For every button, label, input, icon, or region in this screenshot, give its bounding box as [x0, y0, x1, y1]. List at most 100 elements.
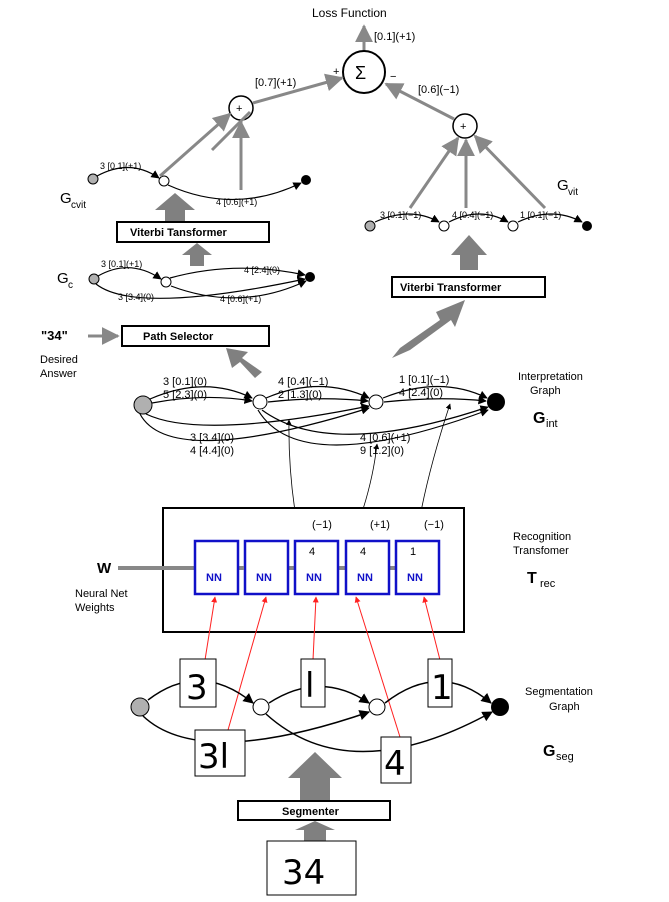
- sum-plus-sign: +: [333, 66, 339, 78]
- weights-label-1: Neural Net: [75, 588, 128, 600]
- piece-3: 1: [431, 668, 453, 708]
- vit-edge-b-label: 4 [0.4](−1): [452, 210, 493, 220]
- path-selector-box: [121, 325, 270, 347]
- gc-label: G: [57, 270, 69, 287]
- interp-edge-4: [267, 396, 369, 405]
- path-selector-label: Path Selector: [143, 331, 214, 343]
- cvit-edge-a: [96, 166, 160, 179]
- piece-5: 4: [384, 744, 406, 784]
- interp-edge-5-label: 1 [0.1](−1): [399, 374, 449, 386]
- interp-edge-10: [257, 408, 489, 446]
- ink-arrow-3: [312, 596, 319, 661]
- nn-label-1: NN: [206, 572, 222, 584]
- right-sum-arrow: [384, 82, 455, 121]
- ink-arrow-1: [204, 596, 218, 661]
- recog-t: T: [527, 570, 537, 587]
- piece-box-1: [179, 658, 217, 708]
- seg-g: G: [543, 743, 555, 760]
- gc-edge-c-label: 4 [2.4](0): [244, 265, 280, 275]
- interp-edge-9-label: 4 [0.6](+1): [360, 432, 410, 444]
- penalty-2: (+1): [370, 519, 390, 531]
- vit-plus-link-c: [473, 134, 547, 210]
- vit-edge-a: [374, 213, 440, 223]
- piece-4: 3l: [198, 737, 229, 777]
- seg-edge-4: [142, 710, 370, 743]
- nn-box-4: [344, 539, 391, 596]
- sum-minus-sign: −: [390, 71, 396, 83]
- seg-edge-5: [265, 711, 493, 753]
- sum-symbol: Σ: [355, 63, 366, 83]
- viterbi-left-label: Viterbi Tansformer: [130, 227, 228, 239]
- gc-edge-b-label: 3 [3.4](0): [118, 292, 154, 302]
- weights-w: W: [97, 560, 112, 577]
- interp-node-3: [368, 394, 384, 410]
- viterbi-right-label: Viterbi Transformer: [400, 282, 502, 294]
- cvit-plus-link-a: [210, 110, 252, 152]
- nn-label-4: NN: [357, 572, 373, 584]
- nn-box-2: [243, 539, 290, 596]
- desired-answer-value: "34": [41, 328, 68, 343]
- nn-box-1: [193, 539, 240, 596]
- seg-sub: seg: [556, 751, 574, 763]
- sum-node: [342, 50, 386, 94]
- gc-edge-d-label: 4 [0.6](+1): [220, 294, 261, 304]
- nn-digit-3: 4: [309, 546, 315, 558]
- left-input-value: [0.7](+1): [255, 77, 296, 89]
- piece-box-4: [194, 729, 246, 777]
- vit-sub: vit: [568, 187, 578, 198]
- recog-title-1: Recognition: [513, 531, 571, 543]
- nn-box-5: [394, 539, 441, 596]
- input-image: 34: [282, 853, 325, 893]
- desired-label-2: Answer: [40, 368, 77, 380]
- interp-edge-1-label: 3 [0.1](0): [163, 376, 207, 388]
- piece-1: 3: [186, 668, 208, 708]
- vit-edge-a-label: 3 [0.1](−1): [380, 210, 421, 220]
- interp-sub: int: [546, 418, 558, 430]
- penalty-1: (−1): [312, 519, 332, 531]
- recog-sub: rec: [540, 578, 556, 590]
- cvit-big-arrow: [155, 193, 195, 221]
- interp-edge-3: [265, 385, 370, 399]
- interp-edge-7-label: 3 [3.4](0): [190, 432, 234, 444]
- nn-box-3: [293, 539, 340, 596]
- gc-big-arrow: [182, 243, 212, 266]
- viterbi-left-box: [116, 221, 270, 243]
- gc-mid-node: [160, 276, 172, 288]
- interp-edge-4-label: 2 [1.3](0): [278, 389, 322, 401]
- cvit-plus-link-c: [159, 112, 232, 178]
- interp-edge-8-label: 4 [4.4](0): [190, 445, 234, 457]
- vit-big-arrow: [451, 235, 487, 270]
- piece-2: l: [305, 666, 314, 706]
- interp-edge-6: [383, 396, 487, 405]
- seg-node-2: [252, 698, 270, 716]
- interp-edge-2-label: 5 [2.3](0): [163, 389, 207, 401]
- loss-function-label: Loss Function: [312, 6, 387, 20]
- interp-edge-7: [145, 403, 370, 426]
- seg-node-3: [368, 698, 386, 716]
- gc-edge-a-label: 3 [0.1](+1): [101, 259, 142, 269]
- viterbi-right-box: [391, 276, 546, 298]
- cvit-end-node: [301, 175, 311, 185]
- interp-g: G: [533, 410, 545, 427]
- vit-edge-b: [448, 213, 509, 223]
- ink-arrow-4: [354, 596, 401, 738]
- nn-label-2: NN: [256, 572, 272, 584]
- vit-edge-c-label: 1 [0.1](−1): [520, 210, 561, 220]
- cvit-sub: cvit: [71, 200, 86, 211]
- interp-title-2: Graph: [530, 385, 561, 397]
- seg-start-node: [130, 697, 150, 717]
- interp-edge-8: [139, 406, 370, 442]
- interp-to-vit-arrow: [392, 300, 465, 358]
- interp-to-selector-arrow: [226, 348, 262, 378]
- interp-edge-5: [382, 385, 488, 399]
- cvit-label: G: [60, 190, 72, 207]
- interp-edge-1: [149, 386, 253, 400]
- right-input-value: [0.6](−1): [418, 84, 459, 96]
- piece-box-5: [380, 736, 412, 784]
- piece-box-2: [300, 658, 326, 708]
- gc-edge-a: [97, 267, 162, 280]
- piece-box-3: [427, 658, 453, 708]
- interp-title-1: Interpretation: [518, 371, 583, 383]
- ink-arrow-2: [227, 596, 268, 731]
- interp-node-2: [252, 394, 268, 410]
